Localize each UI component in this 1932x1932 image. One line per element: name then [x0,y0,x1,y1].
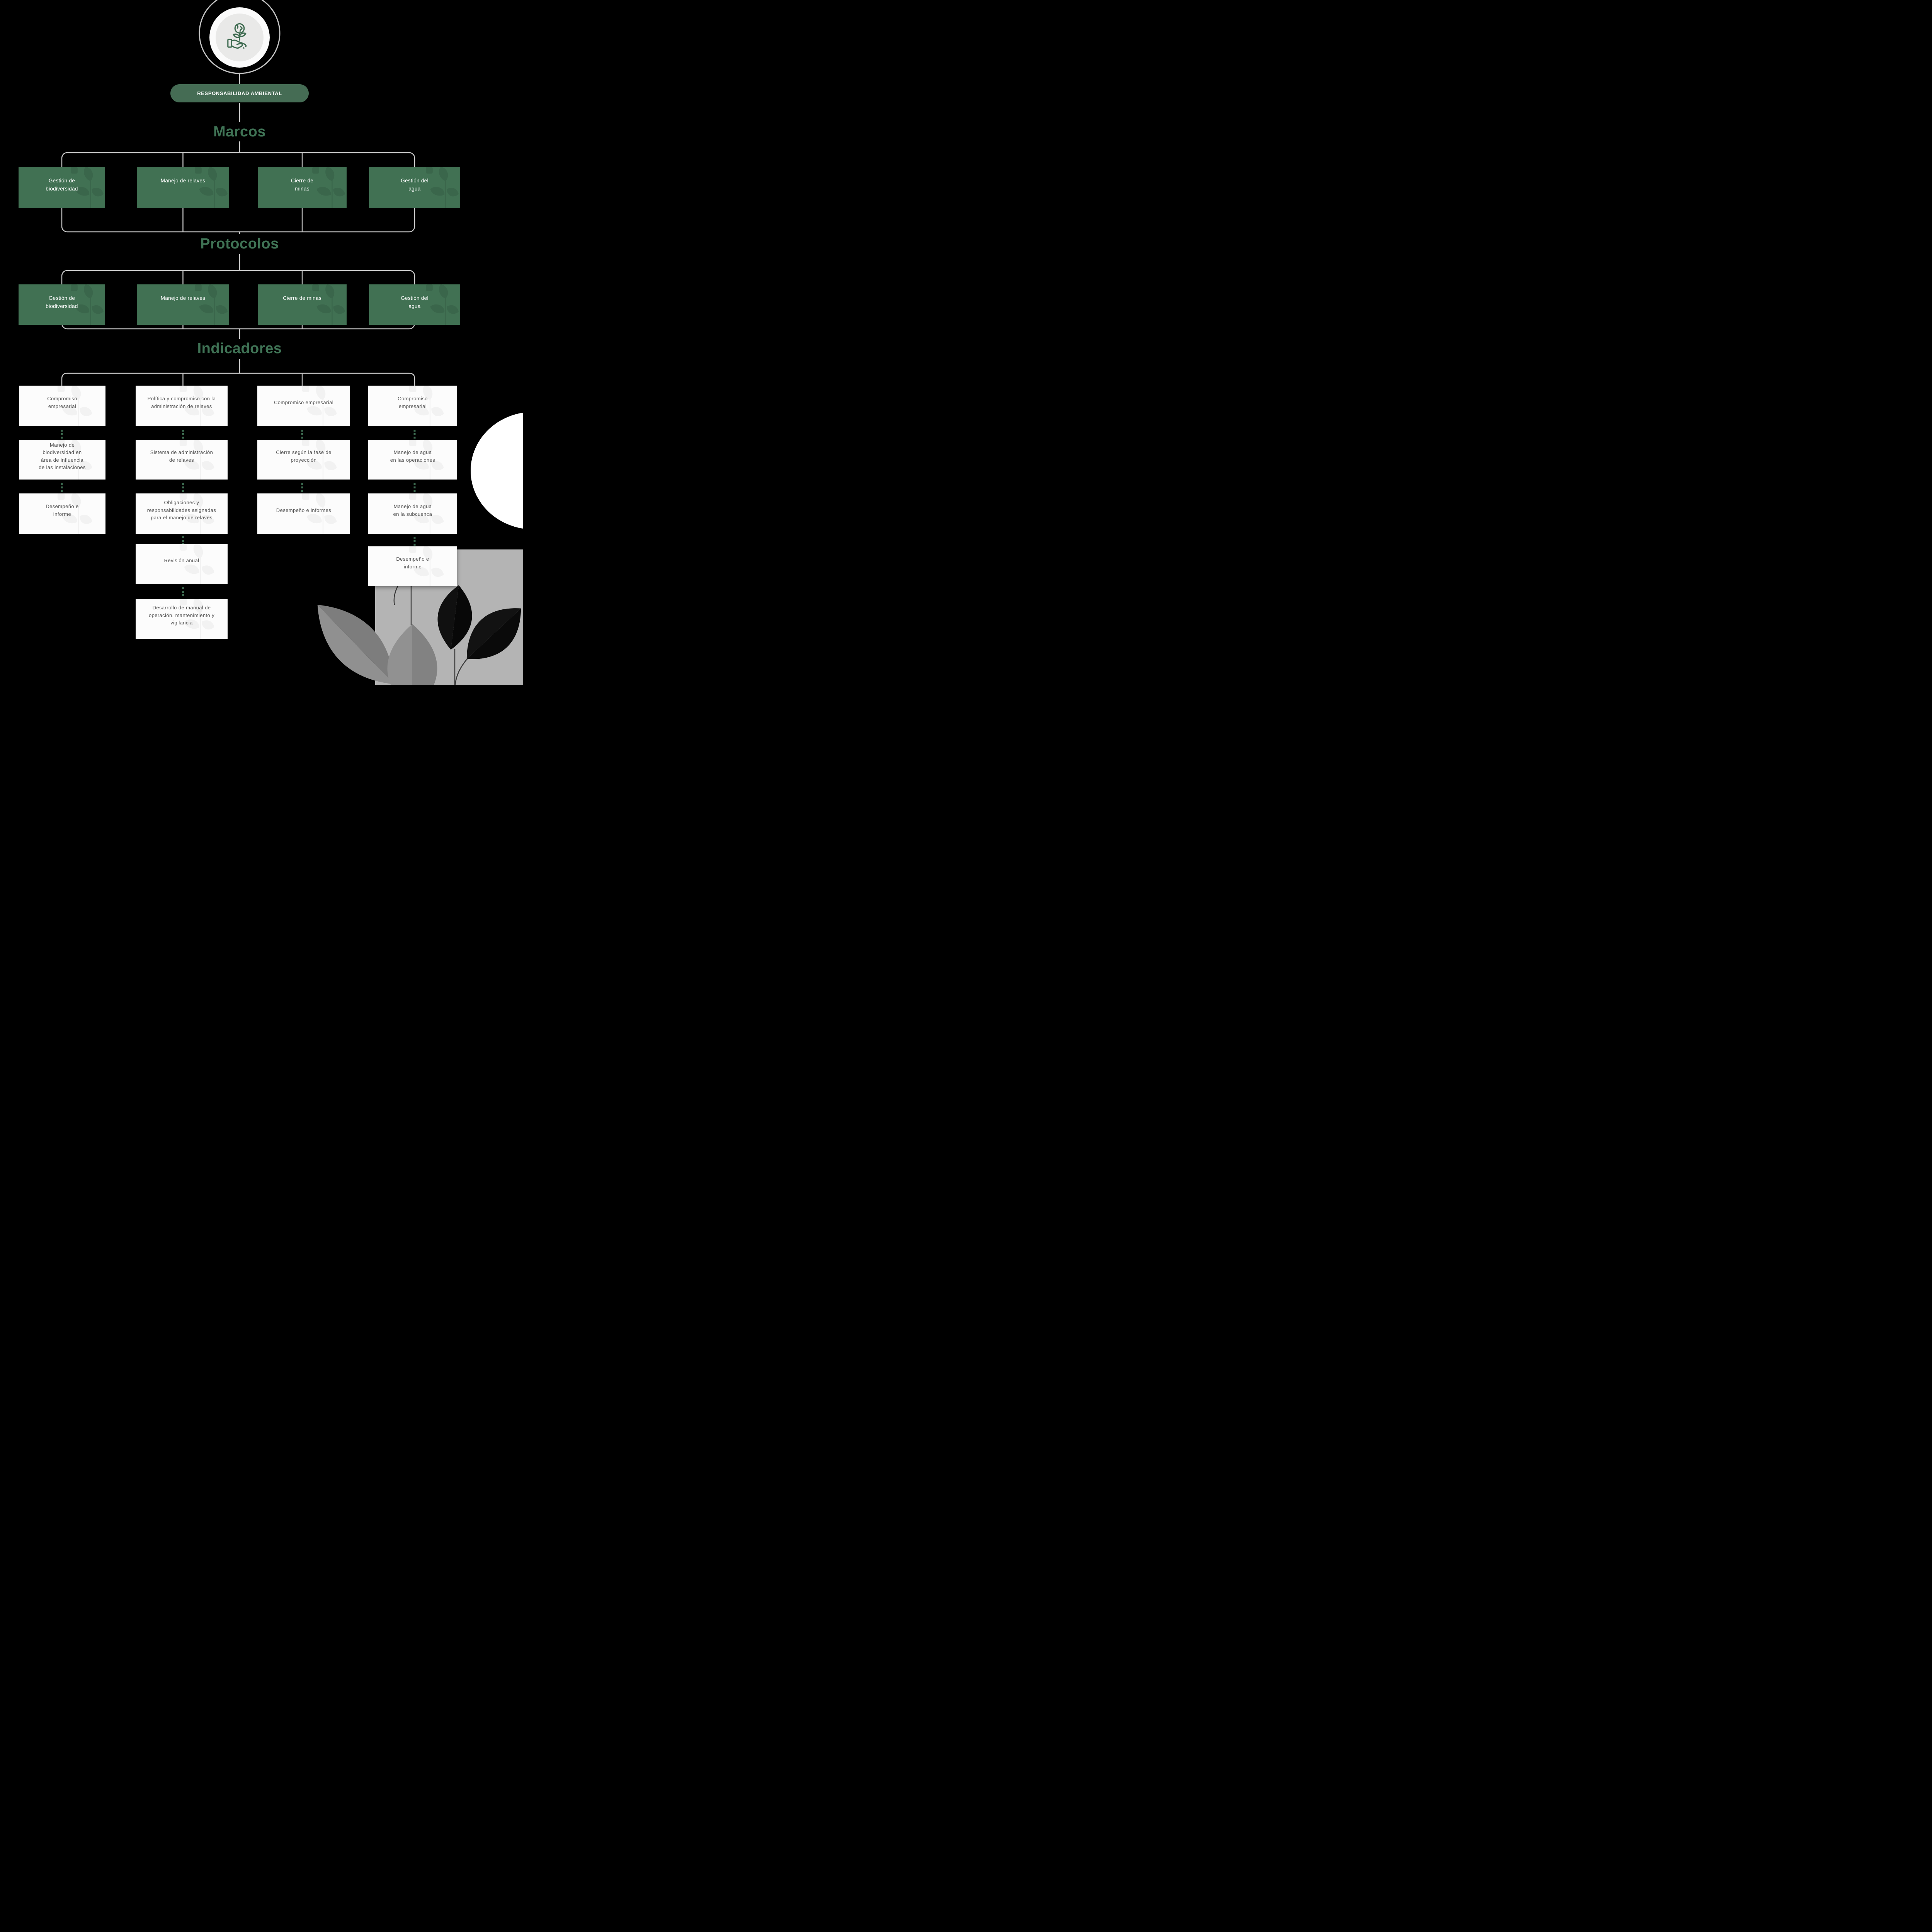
indicator-card: Compromiso empresarial [19,386,105,426]
node-label: Gestión del agua [401,295,429,309]
indicator-card: Desempeño e informe [19,493,105,534]
indicator-label: Desempeño e informes [276,507,332,513]
indicator-card: Manejo de agua en las operaciones [368,440,457,480]
indicator-label: Compromiso empresarial [274,399,333,405]
section-heading-indicadores: Indicadores [197,340,282,357]
section-heading-marcos: Marcos [213,124,266,140]
node-label: Manejo de relaves [160,178,206,184]
node-protocolos-biodiversidad: Gestión de biodiversidad [19,284,105,325]
indicator-card: Cierre según la fase de proyección [257,440,350,480]
dotted-connector [61,430,416,596]
indicator-card: Desarrollo de manual de operación. mante… [136,599,228,639]
node-protocolos-cierre: Cierre de minas [258,284,347,325]
node-label: Gestión de biodiversidad [46,295,78,309]
node-label: Gestión de biodiversidad [46,178,78,192]
node-marcos-cierre: Cierre de minas [258,167,347,208]
indicator-card: Manejo de agua en la subcuenca [368,493,457,534]
node-protocolos-relaves: Manejo de relaves [137,284,229,325]
node-protocolos-agua: Gestión del agua [369,284,460,325]
indicator-label: Revisión anual [164,558,199,564]
indicator-label: Desempeño e informe [46,503,79,517]
indicator-label: Desarrollo de manual de operación. mante… [148,605,215,626]
indicator-card: Compromiso empresarial [368,386,457,426]
indicator-label: Política y compromiso con la administrac… [147,396,216,409]
indicator-label: Manejo de agua en las operaciones [390,449,435,463]
indicator-label: Sistema de administración de relaves [150,449,213,463]
indicator-label: Manejo de biodiversidad en área de influ… [39,442,86,471]
gray-leaf-middle [387,624,437,685]
indicator-card: Compromiso empresarial [257,386,350,426]
indicator-card: Desempeño e informe [368,546,457,586]
indicator-card: Sistema de administración de relaves [136,440,228,480]
indicator-card: Obligaciones y responsabilidades asignad… [136,493,228,534]
plant-in-hand-icon [227,23,247,49]
indicator-card: Desempeño e informes [257,493,350,534]
plant-stems [393,584,468,685]
gray-leaf-left [317,605,395,684]
node-label: Cierre de minas [291,178,314,192]
node-marcos-biodiversidad: Gestión de biodiversidad [19,167,105,208]
indicator-label: Cierre según la fase de proyección [276,449,332,463]
section-heading-protocolos: Protocolos [200,236,279,252]
infographic-canvas: RESPONSABILIDAD AMBIENTAL Marcos Protoco… [0,0,523,685]
root-node-label: RESPONSABILIDAD AMBIENTAL [197,90,282,96]
node-label: Manejo de relaves [160,295,206,301]
indicator-label: Compromiso empresarial [398,396,428,409]
indicator-label: Obligaciones y responsabilidades asignad… [147,500,216,521]
node-marcos-agua: Gestión del agua [369,167,460,208]
indicator-label: Manejo de agua en la subcuenca [393,503,432,517]
black-leaf-right [466,608,521,659]
indicator-card: Manejo de biodiversidad en área de influ… [19,440,105,480]
node-label: Cierre de minas [283,295,321,301]
indicator-card: Revisión anual [136,544,228,584]
indicator-label: Desempeño e informe [396,556,429,570]
node-marcos-relaves: Manejo de relaves [137,167,229,208]
logo-badge-inner [216,14,264,61]
black-leaf-left [437,585,472,650]
root-node: RESPONSABILIDAD AMBIENTAL [170,84,309,102]
indicator-card: Política y compromiso con la administrac… [136,386,228,426]
background-blob-white [471,413,523,529]
logo-badge [209,7,270,68]
indicator-label: Compromiso empresarial [47,396,77,409]
node-label: Gestión del agua [401,178,429,192]
